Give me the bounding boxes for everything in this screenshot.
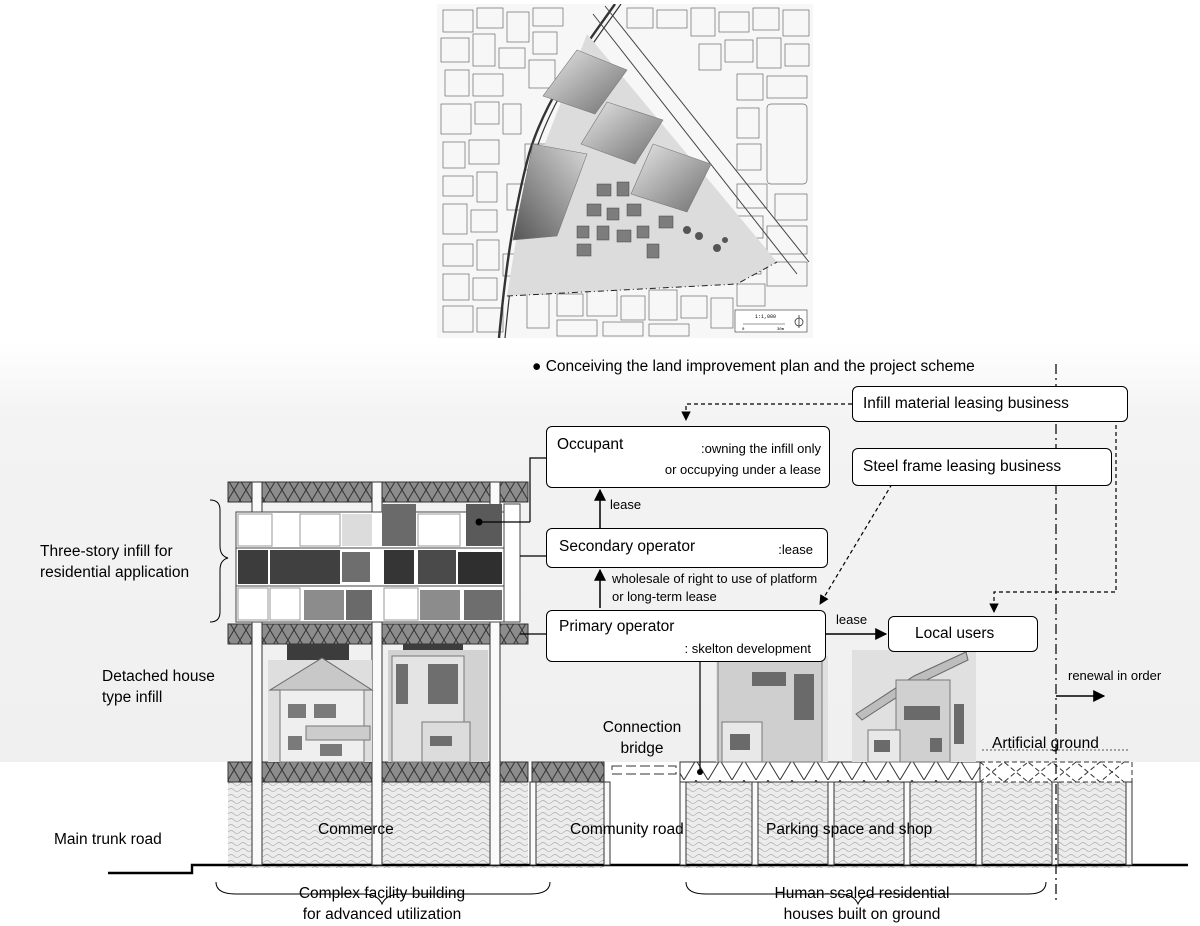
local-users-label: Local users [915,625,995,642]
detached-label-2: type infill [102,689,163,706]
community-road-label: Community road [570,821,684,838]
secondary-operator-label: Secondary operator [559,538,696,555]
secondary-operator-note: :lease [778,542,813,557]
wholesale-label-2: or long-term lease [612,589,717,604]
occupant-box: Occupant :owning the infill only or occu… [546,426,830,488]
renewal-label: renewal in order [1068,668,1162,683]
scheme-heading: ● Conceiving the land improvement plan a… [532,357,975,376]
secondary-operator-box: Secondary operator :lease [546,528,828,568]
infill-leasing-box: Infill material leasing business [852,386,1128,422]
primary-operator-box: Primary operator : skelton development [546,610,826,662]
connection-bridge [611,765,677,775]
main-trunk-road-label: Main trunk road [54,831,162,848]
occupant-note-2: or occupying under a lease [664,462,821,477]
bullet-icon: ● [532,358,542,375]
svg-text:1:1,000: 1:1,000 [755,314,776,320]
complex-facility-label-1: Complex facility building [298,885,466,902]
occupant-label: Occupant [557,436,624,453]
complex-brace [215,881,551,906]
infill-leasing-arrow [681,403,852,421]
human-scaled-label-2: houses built on ground [783,906,941,923]
svg-text:0: 0 [742,328,745,332]
detached-house-infill-1 [268,657,374,763]
three-story-label-2: residential application [40,564,190,581]
artificial-ground-truss [679,761,981,783]
three-story-label-1: Three-story infill for [40,543,173,560]
lease-right-label: lease [836,612,868,627]
detached-label-1: Detached house [102,668,215,685]
connection-label-1: Connection [602,719,682,736]
ground-house-1 [716,656,828,763]
primary-operator-label: Primary operator [559,618,675,635]
lower-deck-truss-small [531,761,605,783]
connection-label-2: bridge [620,740,664,757]
local-users-box: Local users [888,616,1038,652]
infill-to-users-arrow [989,404,1117,613]
svg-text:30m: 30m [777,328,785,332]
human-scaled-label-1: Human-scaled residential [774,885,950,902]
commerce-label: Commerce [318,821,394,838]
ground-line [108,863,1188,875]
three-story-infill [235,503,521,623]
ground-house-2 [852,650,976,763]
steel-leasing-label: Steel frame leasing business [863,458,1062,475]
three-story-bracket [209,499,229,623]
steel-leasing-box: Steel frame leasing business [852,448,1112,486]
infill-leasing-label: Infill material leasing business [863,395,1069,412]
human-scaled-brace [685,881,1047,906]
lease-up-label: lease [610,497,642,512]
occupant-note-1: :owning the infill only [701,441,821,456]
scheme-heading-text: Conceiving the land improvement plan and… [545,358,975,375]
parking-label: Parking space and shop [766,821,933,838]
primary-operator-note: : skelton development [684,641,811,656]
complex-facility-label-2: for advanced utilization [302,906,462,923]
site-plan-map: 1:1,000 0 30m [437,4,813,338]
artificial-ground-label: Artificial ground [992,735,1099,752]
wholesale-label-1: wholesale of right to use of platform [612,571,818,586]
map-scale: 1:1,000 0 30m [734,309,808,333]
detached-house-infill-2 [388,650,488,763]
steel-leasing-arrow [819,483,893,605]
